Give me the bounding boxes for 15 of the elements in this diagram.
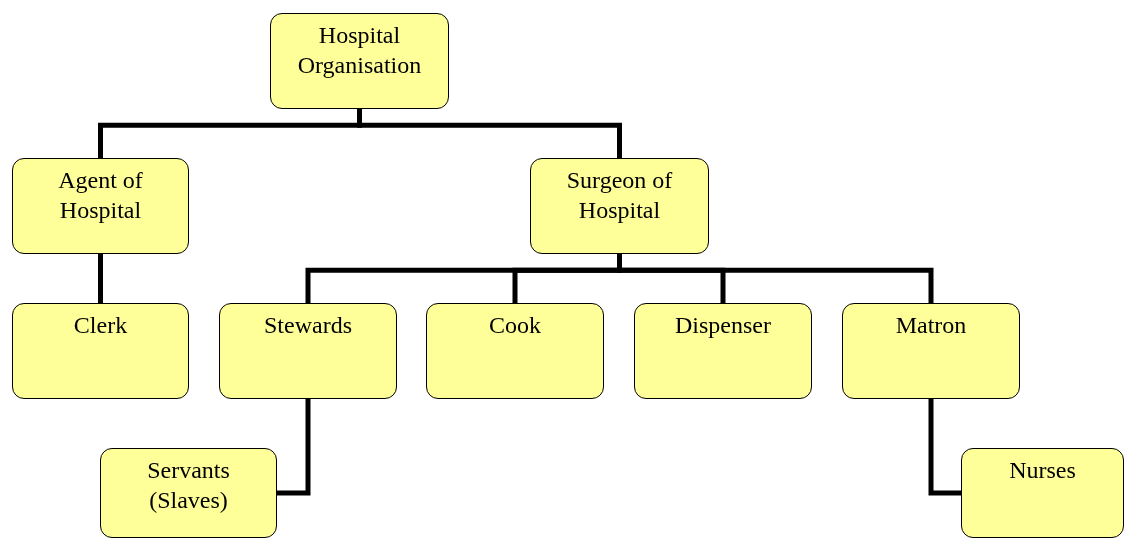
org-box: Nurses (961, 448, 1124, 538)
connector-line (277, 399, 311, 496)
org-box: Servants (Slaves) (100, 448, 277, 538)
connector-line (928, 399, 961, 496)
connector-line (357, 109, 622, 158)
org-box: Dispenser (634, 303, 812, 399)
connector-line (617, 254, 934, 303)
org-box: Agent of Hospital (12, 158, 189, 254)
org-box: Stewards (219, 303, 397, 399)
org-box: Hospital Organisation (270, 13, 449, 109)
connector-line (98, 254, 103, 303)
org-box: Surgeon of Hospital (530, 158, 709, 254)
org-box: Matron (842, 303, 1020, 399)
org-box: Cook (426, 303, 604, 399)
org-box: Clerk (12, 303, 189, 399)
